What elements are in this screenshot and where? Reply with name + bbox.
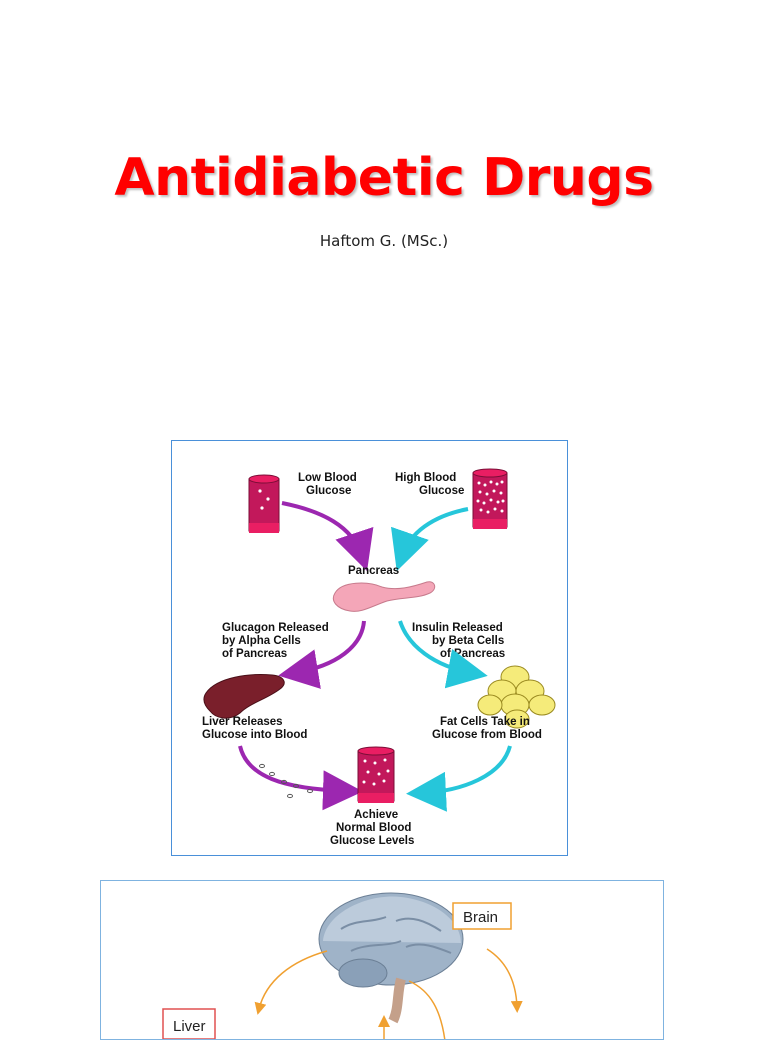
pancreas-label: Pancreas — [348, 565, 399, 577]
liver-label: Liver — [173, 1018, 206, 1035]
glucagon-label-2: by Alpha Cells — [222, 635, 301, 647]
brain-label: Brain — [463, 909, 498, 926]
insulin-label-2: by Beta Cells — [432, 635, 504, 647]
glucagon-label-1: Glucagon Released — [222, 622, 329, 634]
brain-to-liver-arrow — [254, 950, 328, 1015]
brain-down-arrow — [408, 980, 446, 1039]
glucagon-arrow — [278, 620, 366, 689]
liver-label-2: Glucose into Blood — [202, 729, 307, 741]
pancreas-icon — [332, 581, 436, 612]
fat-cells-icon — [477, 665, 556, 729]
brain-label-box — [452, 902, 512, 930]
liver-icon — [203, 674, 285, 719]
fat-to-blood-arrow — [406, 745, 512, 812]
low-glucose-vessel-icon — [248, 474, 280, 533]
normal-label-2: Normal Blood — [336, 822, 411, 834]
high-glucose-vessel-icon — [472, 468, 508, 529]
glucagon-label-3: of Pancreas — [222, 648, 287, 660]
liver-label-1: Liver Releases — [202, 716, 283, 728]
insulin-label-3: of Pancreas — [440, 648, 505, 660]
insulin-label-1: Insulin Released — [412, 622, 503, 634]
glucose-dots-icon — [259, 763, 313, 799]
high-to-pancreas-arrow — [391, 507, 469, 572]
low-glucose-label-2: Glucose — [306, 485, 351, 497]
low-glucose-label-1: Low Blood — [298, 472, 357, 484]
fat-label-1: Fat Cells Take in — [440, 716, 530, 728]
glucose-regulation-figure: Low Blood Glucose High Blood Glucose Pan… — [171, 440, 568, 856]
slide-title: Antidiabetic Drugs — [114, 148, 654, 208]
liver-to-blood-arrow — [238, 745, 363, 811]
low-to-pancreas-arrow — [281, 501, 374, 572]
normal-label-3: Glucose Levels — [330, 835, 414, 847]
brain-icon — [318, 892, 464, 1024]
insulin-arrow — [398, 620, 488, 689]
high-glucose-label-1: High Blood — [395, 472, 456, 484]
normal-glucose-vessel-icon — [357, 746, 395, 803]
high-glucose-label-2: Glucose — [419, 485, 464, 497]
slide-author: Haftom G. (MSc.) — [319, 232, 449, 250]
brain-to-right-arrow — [486, 948, 523, 1013]
normal-label-1: Achieve — [354, 809, 398, 821]
brain-liver-figure: Brain Liver — [100, 880, 664, 1040]
fat-label-2: Glucose from Blood — [432, 729, 542, 741]
